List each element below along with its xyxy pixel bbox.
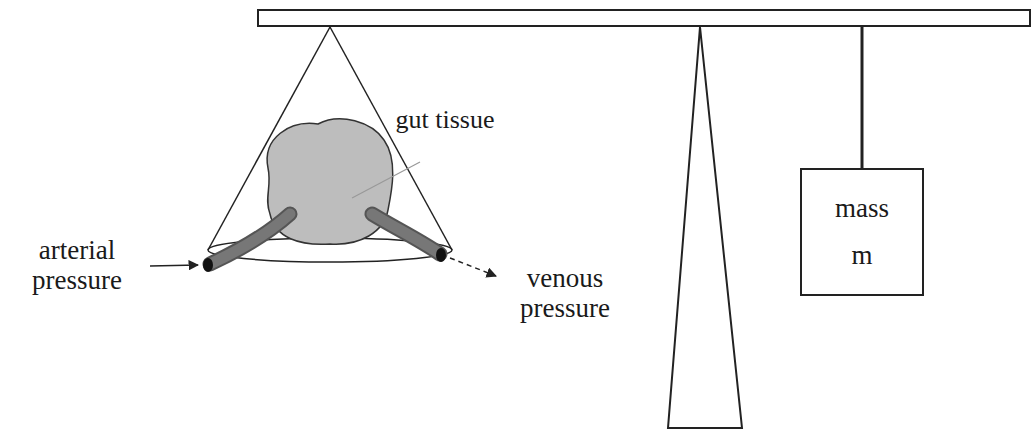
artery-tube (210, 214, 290, 264)
artery-opening (203, 258, 213, 272)
annotation-label: venous pressure (490, 264, 640, 323)
vein-tube (372, 214, 440, 254)
mass-label: mass m (826, 185, 898, 280)
balance-beam (258, 10, 1030, 26)
mass-box: mass m (800, 168, 924, 296)
outflow-arrow (450, 258, 496, 276)
leader-line (352, 162, 420, 198)
mass-string (861, 26, 864, 168)
artery-tube (210, 214, 290, 264)
vein-tube (372, 214, 440, 254)
inflow-arrow (150, 265, 198, 266)
vein-opening (436, 248, 446, 262)
annotation-label: arterial pressure (2, 236, 152, 295)
fulcrum (668, 27, 742, 428)
annotation-label: gut tissue (395, 106, 495, 135)
